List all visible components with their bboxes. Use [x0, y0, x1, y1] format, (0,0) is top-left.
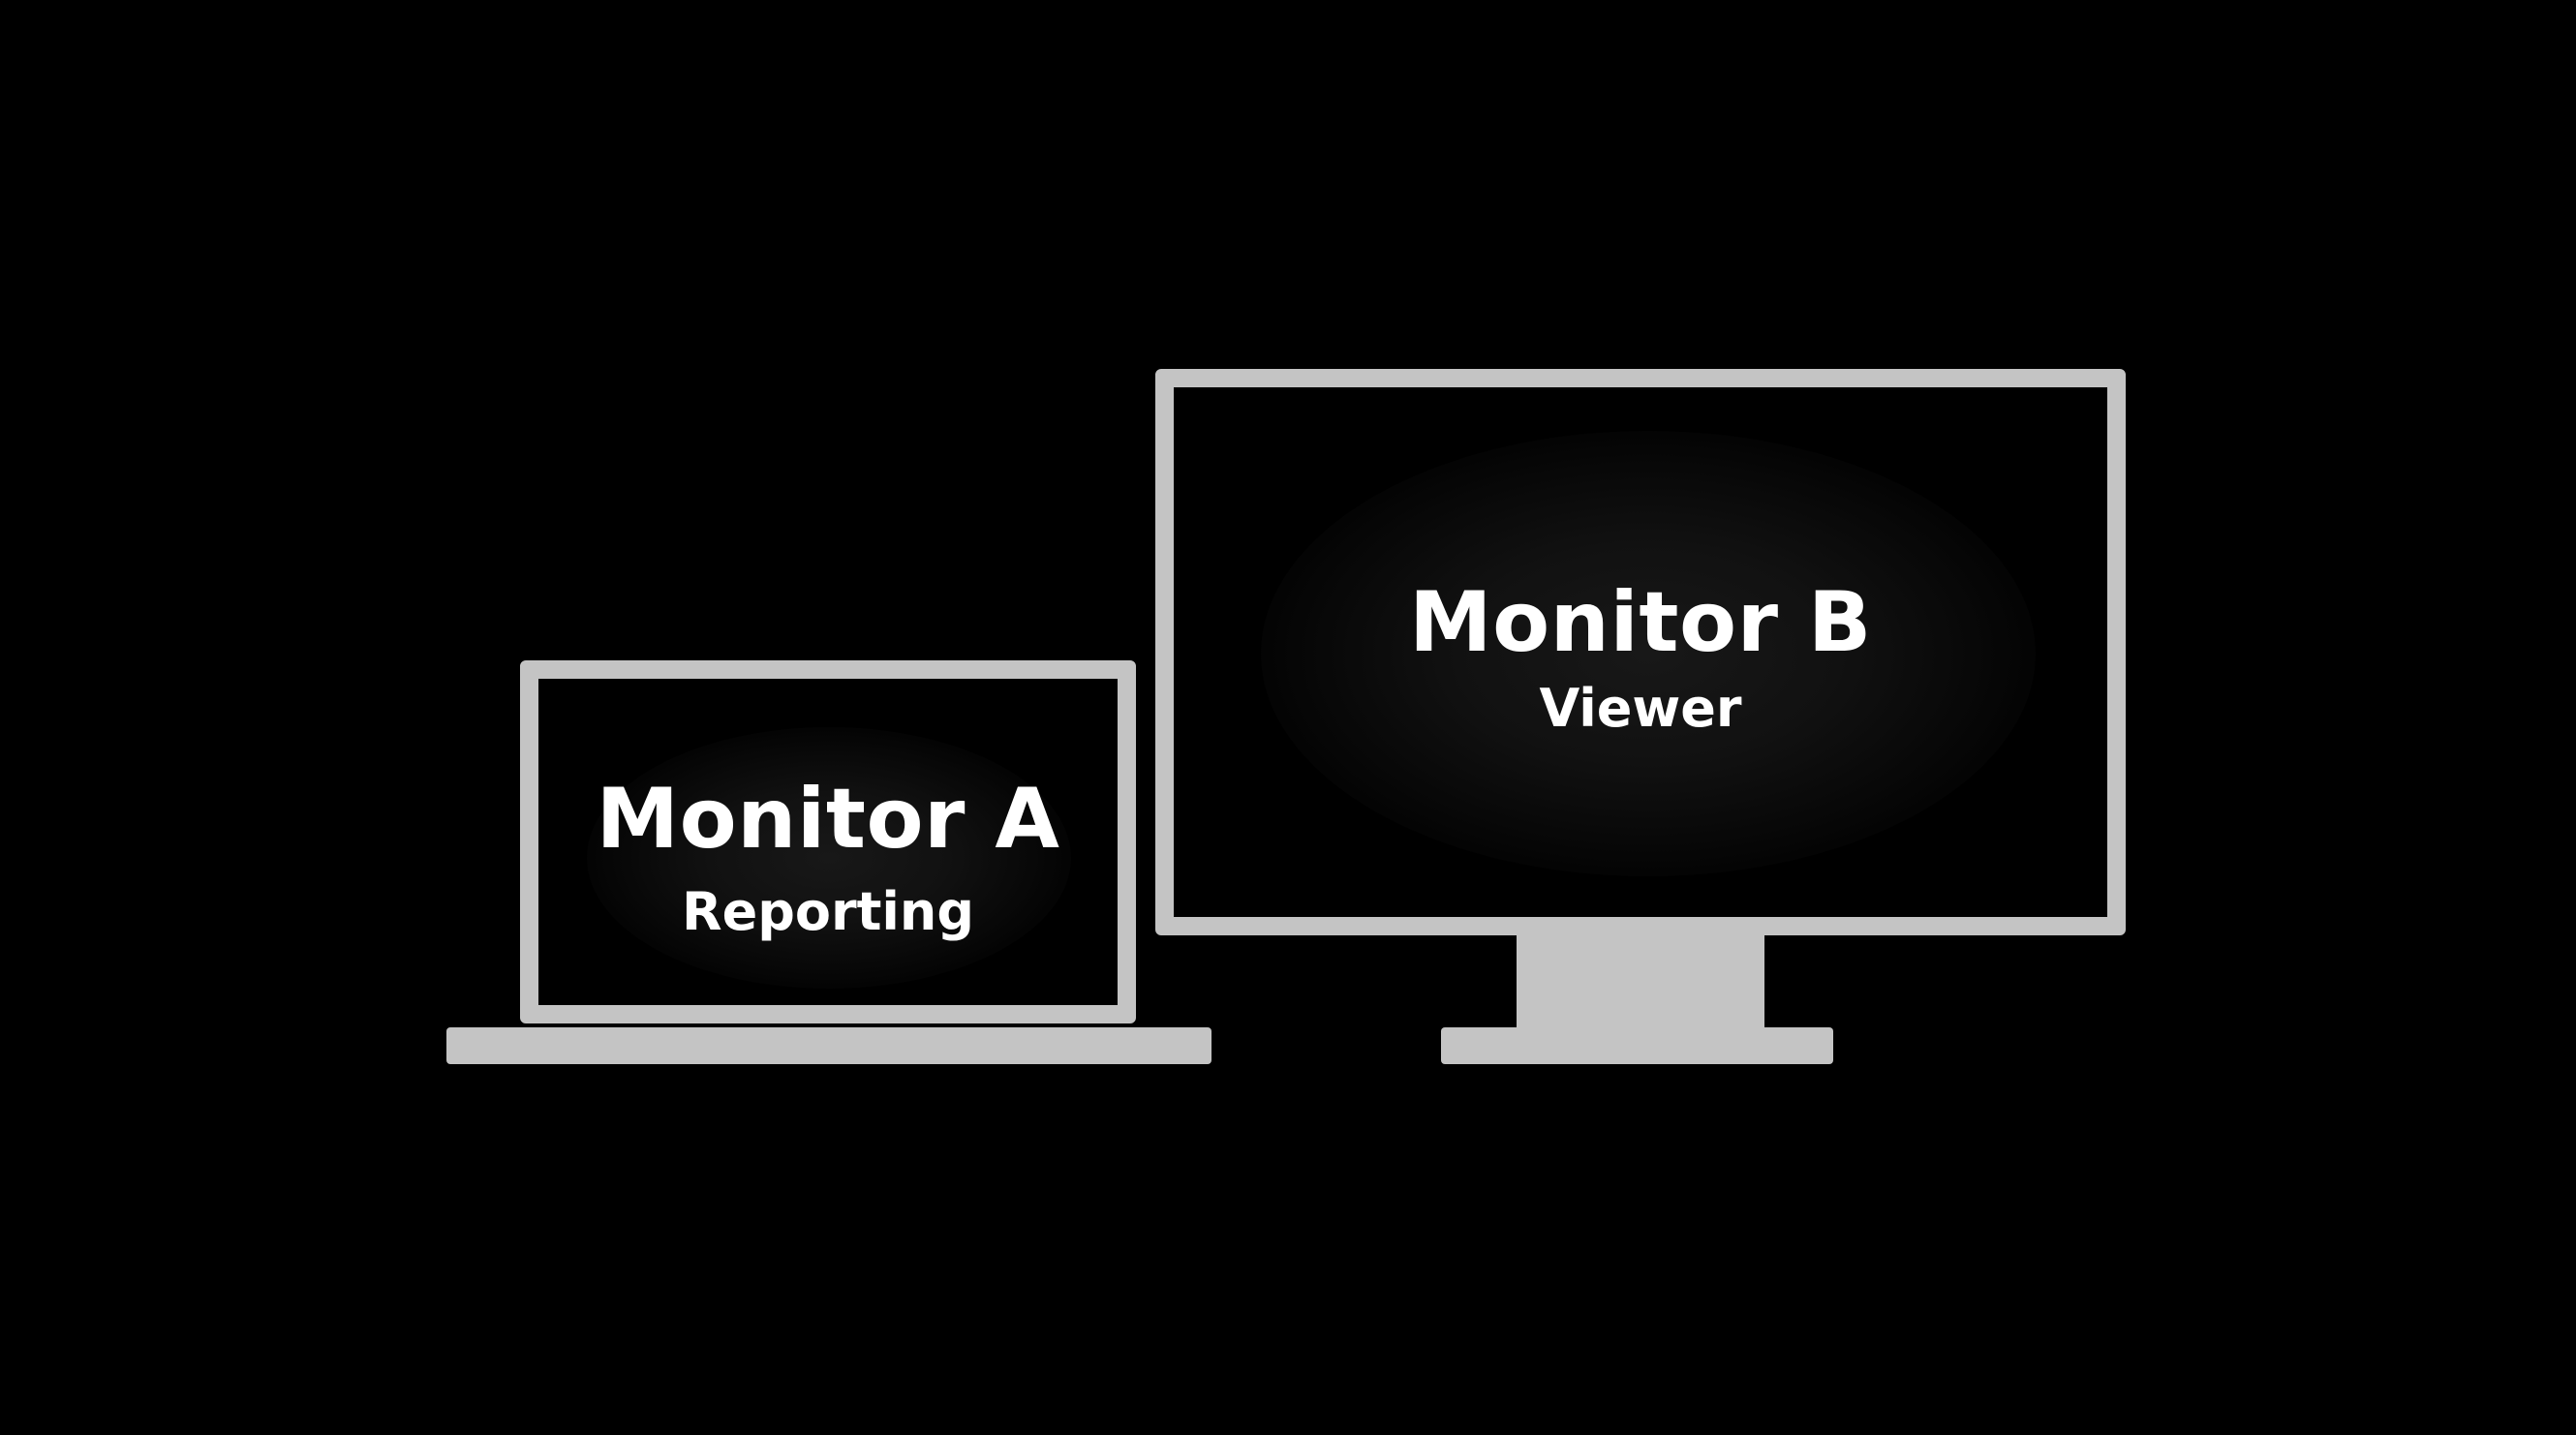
monitor-b-stand-neck — [1517, 931, 1764, 1032]
monitor-a-title: Monitor A — [596, 771, 1060, 868]
monitor-b-screen-glow — [1261, 431, 2036, 876]
monitor-a-role: Reporting — [681, 881, 974, 942]
monitor-b-role: Viewer — [1539, 678, 1742, 739]
monitor-a-screen-glow — [587, 727, 1071, 989]
monitor-b-title: Monitor B — [1409, 574, 1872, 671]
monitor-a-laptop-base — [446, 1027, 1211, 1064]
monitor-b-screen: Monitor B Viewer — [1155, 369, 2126, 935]
monitor-a-screen: Monitor A Reporting — [520, 660, 1136, 1023]
monitor-b-stand-base — [1441, 1027, 1833, 1064]
